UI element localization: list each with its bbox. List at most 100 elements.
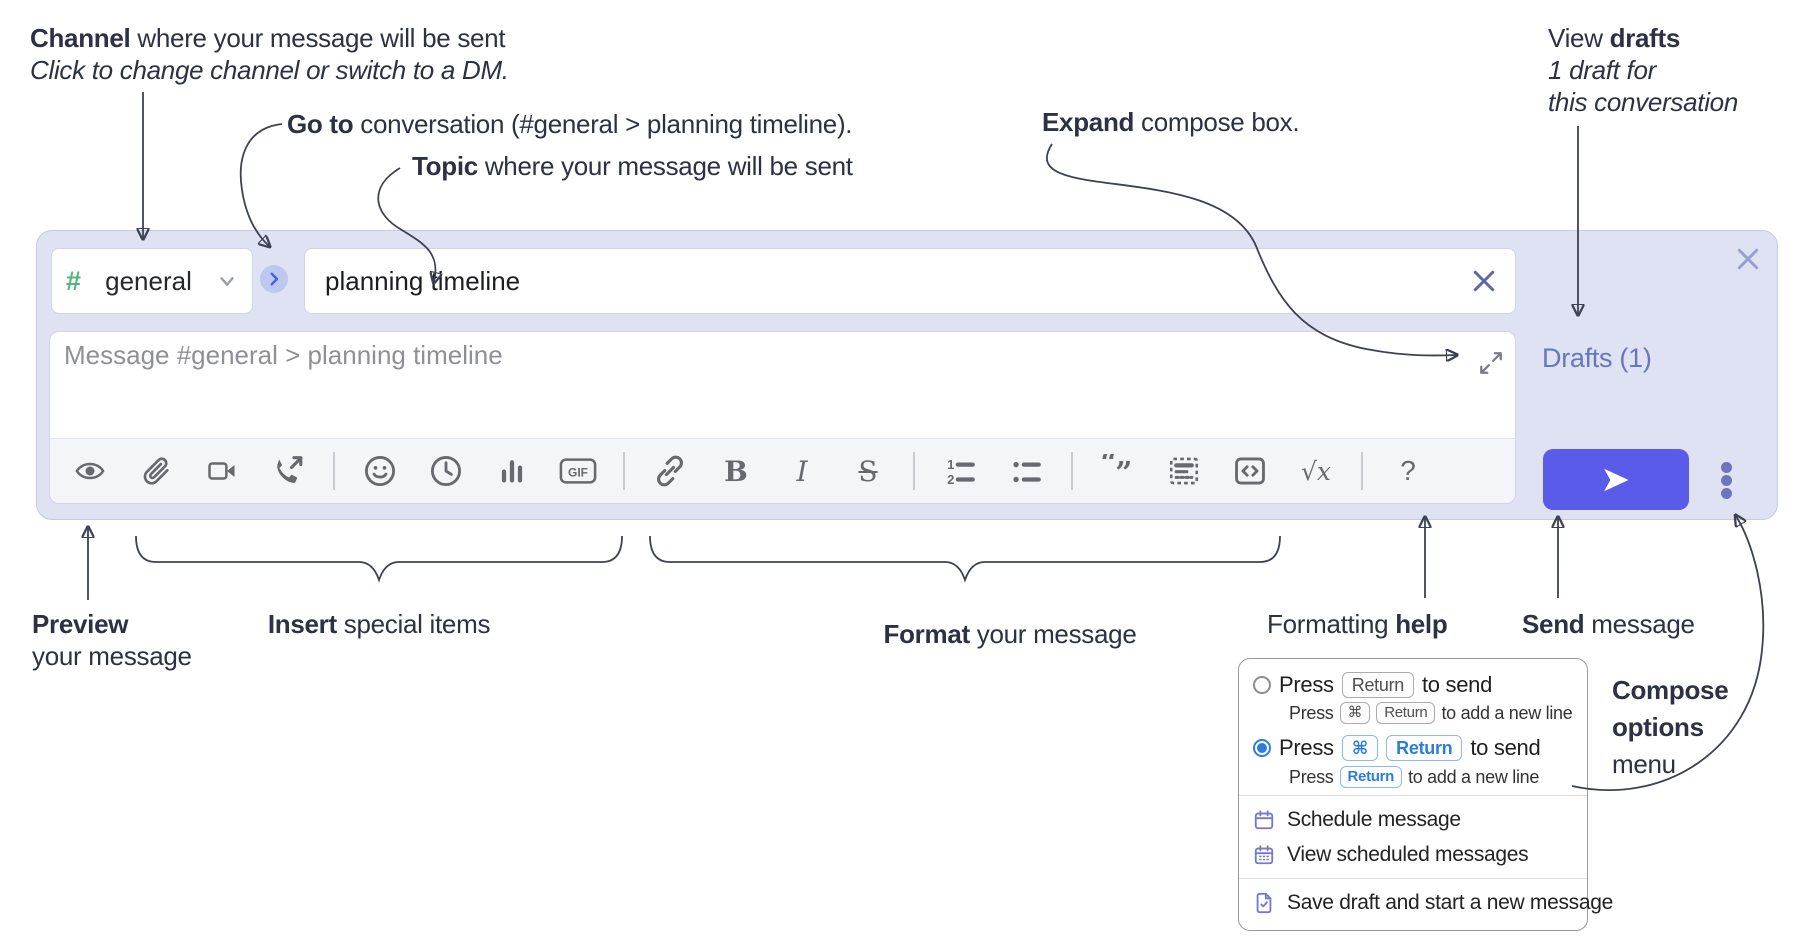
ellipsis-dot bbox=[1720, 487, 1732, 499]
svg-text:1: 1 bbox=[947, 457, 954, 472]
quote-button[interactable]: “ ” bbox=[1097, 449, 1139, 493]
clock-icon bbox=[430, 455, 462, 487]
bar-chart-icon bbox=[501, 460, 523, 483]
video-call-button[interactable] bbox=[201, 449, 243, 493]
clear-topic-button[interactable] bbox=[1467, 265, 1501, 299]
quote-icon: “ ” bbox=[1100, 454, 1132, 488]
message-area: GIF B I S 1 bbox=[49, 331, 1516, 504]
svg-text:2: 2 bbox=[947, 472, 954, 487]
kbd-cmd: ⌘ bbox=[1341, 735, 1379, 761]
toolbar-divider bbox=[333, 452, 335, 490]
compose-options-button[interactable] bbox=[1709, 456, 1743, 504]
menu-item-view-scheduled[interactable]: View scheduled messages bbox=[1253, 837, 1573, 872]
strikethrough-glyph: S bbox=[858, 454, 878, 488]
message-formatting-help-button[interactable]: ? bbox=[1387, 449, 1429, 493]
send-icon bbox=[1604, 468, 1629, 491]
chevron-right-icon bbox=[270, 272, 279, 286]
close-compose-button[interactable] bbox=[1731, 243, 1765, 277]
channel-name: general bbox=[105, 265, 192, 296]
compose-toolbar: GIF B I S 1 bbox=[50, 438, 1515, 503]
numbered-list-icon: 1 2 bbox=[947, 457, 975, 487]
svg-text:“: “ bbox=[1100, 454, 1117, 480]
math-button[interactable]: √x bbox=[1295, 449, 1337, 493]
annotation-drafts: View drafts 1 draft for this conversatio… bbox=[1548, 23, 1739, 117]
spoiler-icon bbox=[1169, 457, 1199, 485]
compose-box: # general bbox=[36, 230, 1778, 520]
message-input[interactable] bbox=[50, 332, 1515, 438]
kbd-return: Return bbox=[1386, 735, 1463, 761]
kbd-return: Return bbox=[1376, 702, 1436, 724]
arrow-goto bbox=[239, 123, 283, 246]
annotation-send: Send message bbox=[1522, 609, 1695, 639]
menu-option-subtext: Press Return to add a new line bbox=[1289, 766, 1540, 788]
spoiler-button[interactable] bbox=[1163, 449, 1205, 493]
file-check-icon bbox=[1256, 892, 1272, 913]
math-glyph: √x bbox=[1300, 456, 1332, 486]
emoji-button[interactable] bbox=[359, 449, 401, 493]
annotation-topic: Topic where your message will be sent bbox=[412, 151, 853, 181]
schedule-button[interactable] bbox=[425, 449, 467, 493]
ellipsis-dot bbox=[1720, 474, 1732, 486]
radio-unselected-icon[interactable] bbox=[1253, 676, 1271, 694]
menu-divider bbox=[1239, 878, 1587, 879]
option-text: Press bbox=[1279, 735, 1334, 760]
annotation-compose-options: Compose options menu bbox=[1612, 675, 1729, 779]
strikethrough-button[interactable]: S bbox=[847, 449, 889, 493]
bold-button[interactable]: B bbox=[715, 449, 757, 493]
attach-file-button[interactable] bbox=[135, 449, 177, 493]
topic-input[interactable] bbox=[305, 249, 1515, 313]
brace-insert bbox=[135, 535, 623, 583]
bulleted-list-icon bbox=[1013, 461, 1041, 483]
phone-call-icon bbox=[277, 456, 303, 483]
calendar-icon bbox=[1254, 809, 1274, 829]
link-button[interactable] bbox=[649, 449, 691, 493]
annotation-preview: Preview your message bbox=[32, 609, 192, 671]
go-to-conversation-button[interactable] bbox=[260, 265, 288, 293]
kbd-cmd: ⌘ bbox=[1339, 702, 1371, 724]
chevron-down-icon bbox=[220, 277, 234, 286]
video-camera-icon bbox=[208, 462, 235, 480]
expand-icon bbox=[1480, 351, 1502, 374]
send-button[interactable] bbox=[1543, 449, 1689, 510]
bulleted-list-button[interactable] bbox=[1005, 449, 1047, 493]
menu-item-save-draft[interactable]: Save draft and start a new message bbox=[1253, 885, 1613, 920]
menu-option-cmd-return-to-send[interactable]: Press ⌘ Return to send bbox=[1253, 731, 1573, 765]
option-text: to send bbox=[1470, 735, 1541, 760]
brace-format bbox=[649, 535, 1281, 583]
radio-selected-icon[interactable] bbox=[1253, 739, 1271, 757]
topic-field-wrap bbox=[304, 248, 1516, 314]
annotation-expand: Expand compose box. bbox=[1042, 107, 1300, 137]
compose-options-menu: Press Return to send Press ⌘ Return to a… bbox=[1238, 658, 1613, 931]
code-button[interactable] bbox=[1229, 449, 1271, 493]
menu-divider bbox=[1239, 795, 1587, 796]
toolbar-divider bbox=[1071, 452, 1073, 490]
annotation-goto: Go to conversation (#general > planning … bbox=[287, 109, 853, 139]
numbered-list-button[interactable]: 1 2 bbox=[939, 449, 981, 493]
italic-button[interactable]: I bbox=[781, 449, 823, 493]
poll-button[interactable] bbox=[491, 449, 533, 493]
channel-selector[interactable]: # general bbox=[51, 248, 253, 314]
annotation-formatting-help: Formatting help bbox=[1267, 609, 1448, 639]
annotation-channel: Channel where your message will be sent … bbox=[30, 23, 509, 85]
hash-icon: # bbox=[66, 265, 82, 296]
gif-button[interactable]: GIF bbox=[557, 449, 599, 493]
question-mark-glyph: ? bbox=[1400, 455, 1416, 486]
preview-button[interactable] bbox=[69, 449, 111, 493]
eye-icon bbox=[75, 462, 105, 480]
drafts-link[interactable]: Drafts (1) bbox=[1542, 343, 1652, 373]
italic-glyph: I bbox=[796, 454, 808, 488]
expand-compose-button[interactable] bbox=[1475, 348, 1507, 380]
paperclip-icon bbox=[143, 457, 169, 485]
close-icon bbox=[1737, 248, 1759, 269]
menu-item-schedule-message[interactable]: Schedule message bbox=[1253, 802, 1573, 837]
menu-option-return-to-send[interactable]: Press Return to send bbox=[1253, 669, 1573, 701]
svg-text:GIF: GIF bbox=[568, 466, 588, 480]
smiley-icon bbox=[364, 455, 396, 487]
svg-text:”: ” bbox=[1115, 456, 1132, 488]
code-icon bbox=[1235, 457, 1265, 485]
bold-glyph: B bbox=[724, 454, 748, 488]
audio-call-button[interactable] bbox=[267, 449, 309, 493]
option-text: Press bbox=[1279, 672, 1334, 697]
menu-item-label: View scheduled messages bbox=[1287, 842, 1529, 866]
